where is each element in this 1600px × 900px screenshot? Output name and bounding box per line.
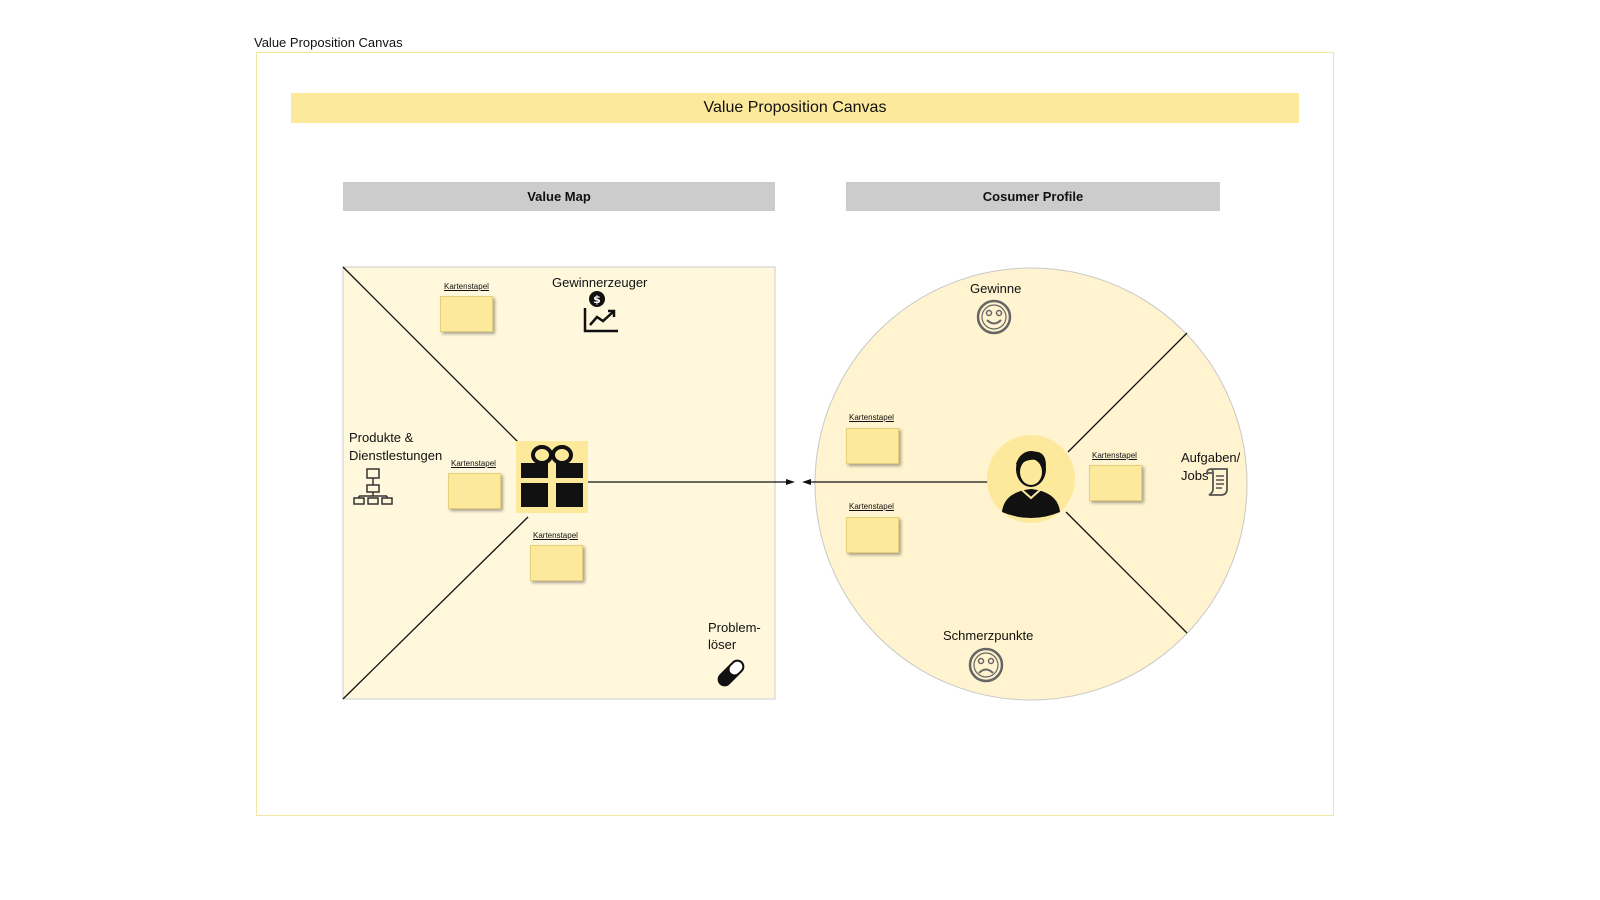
- value-map-divider-top: [342, 266, 521, 445]
- sad-face-icon: [968, 647, 1004, 683]
- card-stack-jobs[interactable]: [1089, 465, 1142, 501]
- customer-profile-header[interactable]: Cosumer Profile: [846, 182, 1220, 211]
- card-stack-label: Kartenstapel: [533, 531, 578, 540]
- card-stack-label: Kartenstapel: [849, 413, 894, 422]
- products-label-line1: Produkte &: [349, 430, 414, 445]
- card-stack-label: Kartenstapel: [1092, 451, 1137, 460]
- products-label-line2: Dienstlestungen: [349, 448, 443, 463]
- card-stack-label: Kartenstapel: [444, 282, 489, 291]
- user-avatar-icon[interactable]: [986, 434, 1076, 524]
- value-map-header-label: Value Map: [527, 189, 591, 204]
- canvas-title-banner[interactable]: Value Proposition Canvas: [291, 93, 1299, 123]
- jobs-label-line2: Jobs: [1181, 468, 1209, 483]
- chart-dollar-icon: $: [583, 291, 618, 333]
- jobs-label-line1: Aufgaben/: [1181, 450, 1241, 465]
- card-stack-gain-creators[interactable]: [440, 296, 493, 332]
- bandage-icon: [717, 659, 745, 687]
- svg-text:$: $: [593, 293, 601, 306]
- gift-icon[interactable]: [516, 441, 588, 513]
- pain-relievers-label-line2: löser: [708, 637, 737, 652]
- connector-left-arrowhead: [786, 479, 795, 485]
- card-stack-label: Kartenstapel: [849, 502, 894, 511]
- gains-label: Gewinne: [970, 281, 1022, 296]
- document-icon: [1206, 468, 1228, 496]
- card-stack-pain-relievers[interactable]: [530, 545, 583, 581]
- pain-relievers-label-line1: Problem-: [708, 620, 761, 635]
- value-map-divider-bottom: [342, 516, 529, 700]
- gain-creators-label: Gewinnerzeuger: [552, 275, 648, 290]
- card-stack-products[interactable]: [448, 473, 501, 509]
- card-stack-label: Kartenstapel: [451, 459, 496, 468]
- canvas-frame: [256, 52, 1334, 816]
- hierarchy-icon: [353, 468, 393, 505]
- card-stack-pains[interactable]: [846, 517, 899, 553]
- value-map-header[interactable]: Value Map: [343, 182, 775, 211]
- smiley-icon: [976, 299, 1012, 335]
- canvas-title: Value Proposition Canvas: [703, 99, 887, 116]
- pains-label: Schmerzpunkte: [943, 628, 1034, 643]
- profile-divider-top: [1067, 332, 1188, 453]
- card-stack-gains[interactable]: [846, 428, 899, 464]
- connector-right-arrowhead: [802, 479, 811, 485]
- customer-profile-header-label: Cosumer Profile: [982, 189, 1084, 204]
- frame-label: Value Proposition Canvas: [254, 35, 403, 50]
- profile-divider-bottom: [1065, 511, 1188, 634]
